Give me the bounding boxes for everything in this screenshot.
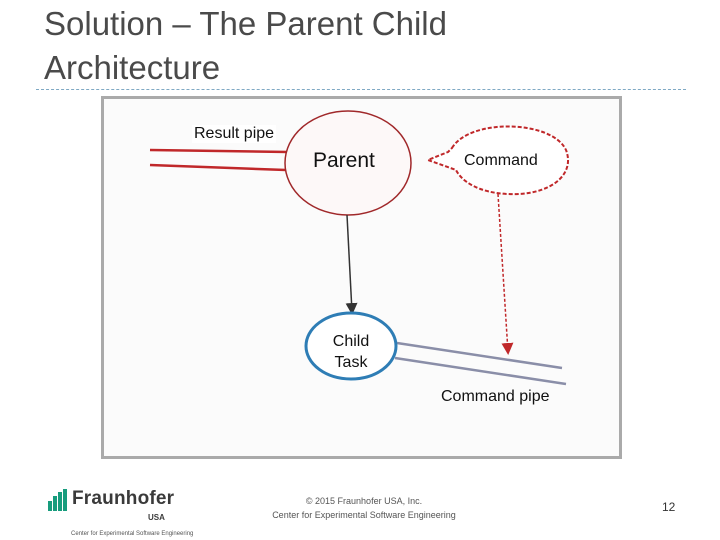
- parent-to-child-arrow: [345, 214, 358, 315]
- fraunhofer-logo: Fraunhofer USA Center for Experimental S…: [48, 488, 228, 540]
- command-label: Command: [464, 152, 538, 169]
- command-to-pipe-arrow: [497, 193, 514, 355]
- child-label-line-2: Task: [334, 354, 368, 371]
- result-pipe-line-bottom: [149, 163, 287, 172]
- footer-copyright: © 2015 Fraunhofer USA, Inc. Center for E…: [250, 494, 478, 522]
- logo-name: Fraunhofer: [72, 488, 175, 509]
- command-bubble: [425, 125, 569, 196]
- fraunhofer-mark-icon: [48, 489, 67, 511]
- copyright-text: © 2015 Fraunhofer USA, Inc.: [305, 496, 423, 506]
- command-pipe-line-bottom: [394, 356, 567, 386]
- child-task-node: [304, 311, 398, 381]
- logo-tagline: Center for Experimental Software Enginee…: [71, 531, 194, 537]
- result-pipe-label: Result pipe: [192, 125, 277, 143]
- result-pipe-line-top: [149, 148, 289, 154]
- command-pipe-line-top: [396, 341, 563, 370]
- logo-region: USA: [148, 513, 165, 522]
- slide-title-line-1: Solution – The Parent Child: [44, 5, 447, 42]
- command-pipe-label: Command pipe: [441, 388, 550, 405]
- title-divider: [36, 89, 686, 90]
- slide-title-line-2: Architecture: [44, 49, 221, 86]
- child-label-line-1: Child: [332, 333, 370, 350]
- parent-node: [284, 110, 412, 216]
- parent-label: Parent: [313, 149, 375, 172]
- child-task-label: Child Task: [318, 331, 384, 373]
- page-number: 12: [662, 500, 676, 514]
- center-name-text: Center for Experimental Software Enginee…: [272, 510, 456, 520]
- slide-title: Solution – The Parent Child Architecture: [44, 2, 447, 90]
